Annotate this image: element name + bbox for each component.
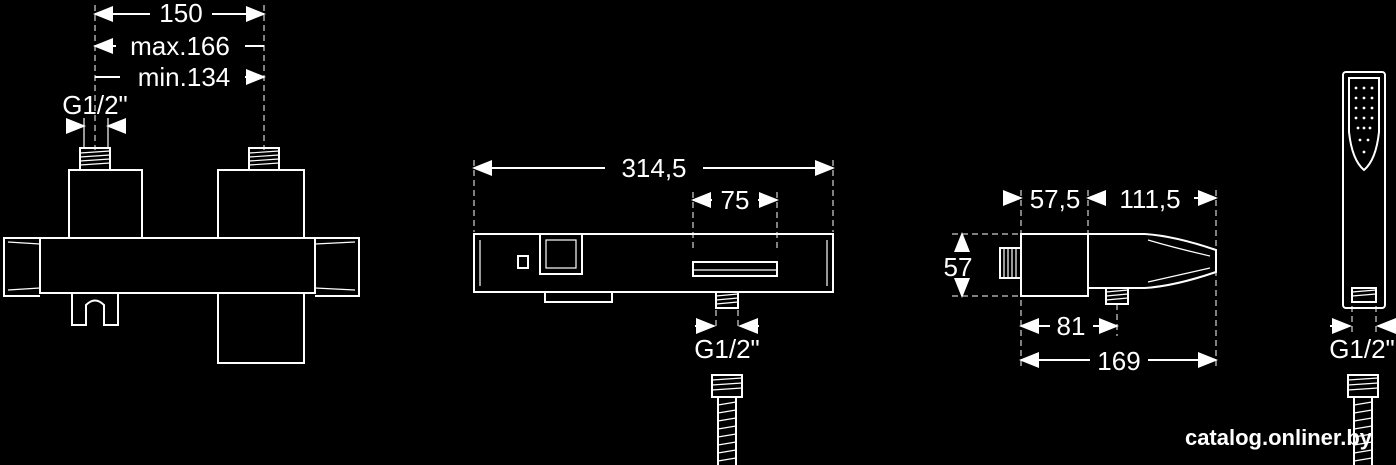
dim-75: 75: [721, 185, 750, 215]
watermark: catalog.onliner.by: [1185, 425, 1373, 450]
dim-111-5: 111,5: [1119, 184, 1180, 214]
dim-150: 150: [159, 0, 202, 28]
dim-314: 314,5: [621, 153, 686, 183]
top-view: 314,5 75 G1/2": [472, 153, 835, 465]
side-view: 57,5 111,5 57 81 169: [944, 184, 1218, 376]
dim-57: 57: [944, 252, 973, 282]
dim-57-5: 57,5: [1030, 184, 1081, 214]
dim-min: min.134: [138, 62, 231, 92]
thread-label-top: G1/2": [694, 334, 760, 364]
thread-label: G1/2": [62, 90, 128, 120]
spray-holes: [1354, 86, 1374, 154]
dim-81: 81: [1057, 311, 1086, 341]
dim-max: max.166: [130, 31, 230, 61]
dim-169: 169: [1097, 346, 1140, 376]
front-view: 150 max.166 min.134 G1/2": [3, 0, 360, 364]
thread-label-shower: G1/2": [1329, 334, 1395, 364]
hand-shower: G1/2": [1329, 71, 1396, 465]
